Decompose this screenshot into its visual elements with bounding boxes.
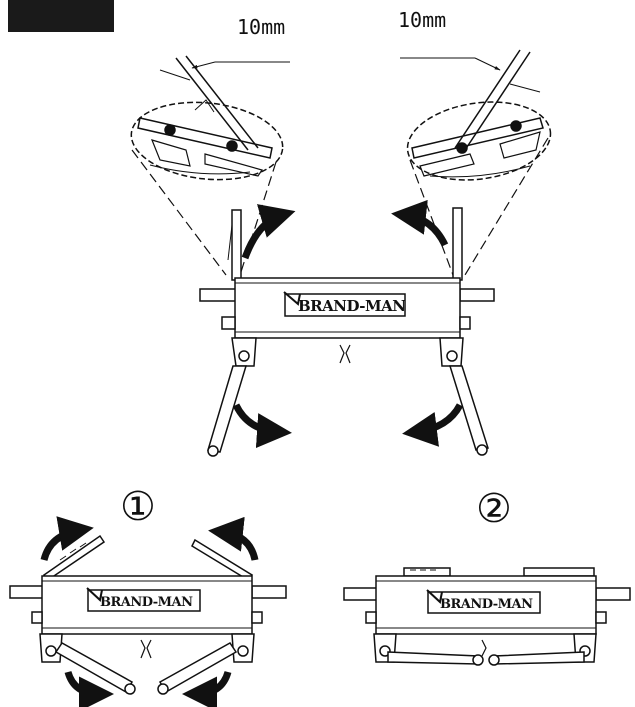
- curved-arrow-icon: [232, 199, 464, 449]
- brand-logo-step-2: BRAND-MAN: [440, 597, 533, 612]
- brand-mark-step-1: [86, 587, 103, 602]
- grill-step-1: [9, 534, 287, 695]
- dimension-label-left: 10mm: [237, 15, 285, 39]
- grill-main: [199, 207, 495, 457]
- detail-left: [130, 55, 290, 181]
- brand-logo-step-1: BRAND-MAN: [100, 595, 193, 610]
- projection-lines: [131, 137, 549, 276]
- brand-mark-main: [283, 291, 301, 306]
- grill-step-2: [343, 567, 631, 666]
- dimension-label-right: 10mm: [398, 8, 446, 32]
- curved-arrow-icon: [40, 516, 259, 707]
- header-block: [8, 0, 114, 32]
- step-2-label: ②: [476, 486, 512, 532]
- detail-right: [400, 49, 552, 181]
- brand-logo-main: BRAND-MAN: [298, 297, 406, 315]
- brand-mark-step-2: [426, 589, 443, 604]
- step-1-label: ①: [120, 484, 156, 530]
